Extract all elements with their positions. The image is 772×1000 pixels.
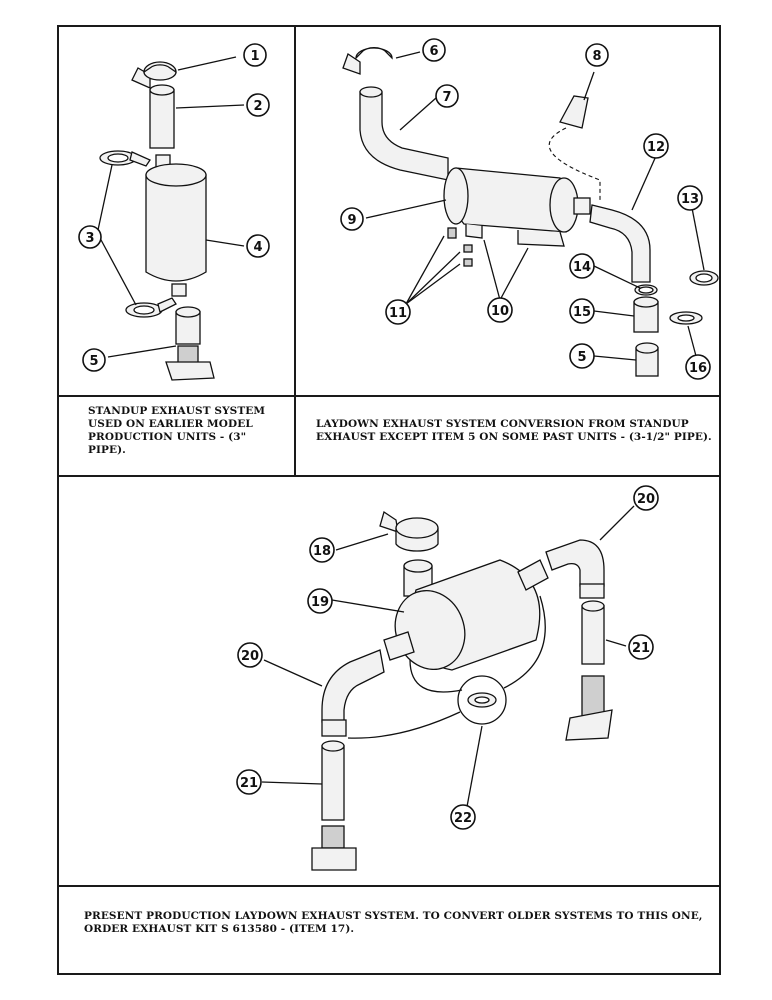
laydown-rain-cap [342, 47, 393, 75]
callout-1: 1 [243, 43, 267, 67]
svg-text:13: 13 [681, 192, 699, 207]
laydown-existing-pipe [635, 342, 659, 377]
callout-20b: 20 [237, 642, 263, 668]
callout-22: 22 [450, 804, 476, 830]
callout-14: 14 [569, 253, 595, 279]
svg-text:2: 2 [253, 99, 262, 114]
caption-standup: STANDUP EXHAUST SYSTEM USED ON EARLIER M… [88, 405, 266, 456]
laydown-adapter [633, 296, 659, 333]
laydown-elbow-pipe [359, 86, 449, 181]
svg-text:8: 8 [592, 49, 601, 64]
callout-7: 7 [435, 84, 459, 108]
svg-text:5: 5 [577, 350, 586, 365]
laydown-clamp [669, 311, 703, 325]
callout-15: 15 [569, 298, 595, 324]
laydown-gasket [689, 270, 719, 286]
svg-text:5: 5 [89, 354, 98, 369]
standup-lower-clamp [125, 297, 177, 318]
svg-text:3: 3 [85, 231, 94, 246]
callout-16: 16 [685, 354, 711, 380]
diagram-frame [57, 25, 721, 975]
callout-8: 8 [585, 43, 609, 67]
callout-21a: 21 [628, 634, 654, 660]
divider-mid [57, 475, 721, 477]
callout-9: 9 [340, 207, 364, 231]
present-rain-cap [379, 510, 439, 552]
standup-muffler [145, 154, 207, 297]
svg-text:11: 11 [389, 306, 407, 321]
callout-20a: 20 [633, 485, 659, 511]
svg-text:18: 18 [313, 544, 331, 559]
svg-text:22: 22 [454, 811, 472, 826]
callout-2: 2 [246, 93, 270, 117]
laydown-outlet-elbow [589, 204, 651, 283]
present-muffler [383, 559, 549, 671]
present-lower-elbow [321, 649, 385, 737]
callout-10: 10 [487, 297, 513, 323]
svg-text:14: 14 [573, 260, 591, 275]
standup-tailpipe [149, 84, 175, 149]
laydown-seal-ring [634, 284, 658, 296]
laydown-bolts-nuts [447, 227, 473, 267]
present-right-stack [565, 600, 613, 741]
svg-text:1: 1 [250, 49, 259, 64]
svg-text:21: 21 [240, 776, 258, 791]
standup-upper-clamp [99, 150, 151, 167]
standup-adapter-and-flange [165, 306, 215, 381]
callout-3: 3 [78, 225, 102, 249]
svg-text:7: 7 [442, 90, 451, 105]
svg-text:12: 12 [647, 140, 665, 155]
callout-6: 6 [422, 38, 446, 62]
caption-laydown-conversion: LAYDOWN EXHAUST SYSTEM CONVERSION FROM S… [316, 418, 712, 443]
laydown-muffler [443, 167, 591, 247]
svg-text:19: 19 [311, 595, 329, 610]
divider-top-captions [57, 395, 721, 397]
callout-19: 19 [307, 588, 333, 614]
callout-13: 13 [677, 185, 703, 211]
svg-text:10: 10 [491, 304, 509, 319]
callout-5b: 5 [569, 343, 595, 369]
standup-rain-cap [131, 61, 177, 90]
divider-vertical [294, 25, 296, 476]
present-clamp-detail [347, 595, 546, 739]
svg-text:20: 20 [241, 649, 259, 664]
svg-text:20: 20 [637, 492, 655, 507]
callout-12: 12 [643, 133, 669, 159]
present-left-stack [311, 740, 357, 871]
callout-11: 11 [385, 299, 411, 325]
svg-text:21: 21 [632, 641, 650, 656]
svg-text:9: 9 [347, 213, 356, 228]
caption-present: PRESENT PRODUCTION LAYDOWN EXHAUST SYSTE… [84, 910, 703, 935]
callout-4: 4 [246, 234, 270, 258]
laydown-bracket-clamp [548, 95, 601, 200]
svg-text:16: 16 [689, 361, 707, 376]
callout-21b: 21 [236, 769, 262, 795]
svg-text:4: 4 [253, 240, 262, 255]
svg-text:15: 15 [573, 305, 591, 320]
callout-5a: 5 [82, 348, 106, 372]
svg-text:6: 6 [429, 44, 438, 59]
divider-bottom-caption [57, 885, 721, 887]
callout-18: 18 [309, 537, 335, 563]
present-upper-elbow [545, 539, 605, 599]
